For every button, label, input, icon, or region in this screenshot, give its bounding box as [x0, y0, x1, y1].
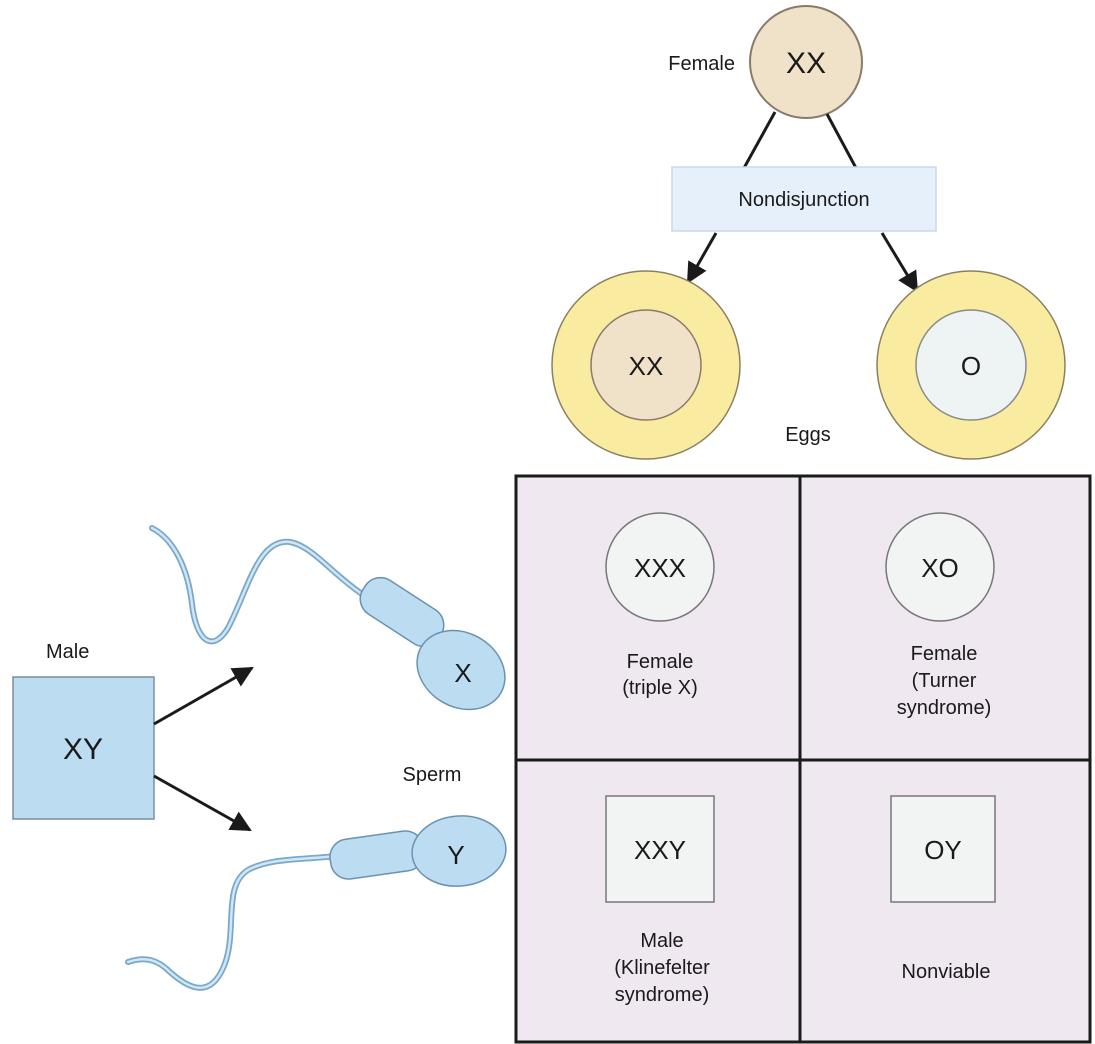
zygote-xo [885, 512, 995, 622]
nondisjunction-label: Nondisjunction [738, 189, 869, 211]
egg-xx-nucleus [590, 309, 702, 421]
male-to-sperm-x-arrow [153, 666, 254, 726]
punnett-cell-xxy: XXY Male (Klinefelter syndrome) [605, 795, 715, 1006]
sperm-label: Sperm [403, 764, 462, 786]
female-to-process-line-left [742, 111, 777, 169]
punnett-cell-xo: XO Female (Turner syndrome) [885, 512, 995, 719]
sperm-x-head [416, 629, 506, 711]
egg-o-nucleus [915, 309, 1027, 421]
egg-o: O [876, 270, 1066, 460]
sperm-x-tail [149, 525, 365, 645]
zygote-oy [890, 795, 996, 903]
eggs-label: Eggs [785, 424, 831, 446]
egg-xx-genotype: XX [629, 351, 664, 381]
zygote-oy-genotype: OY [924, 835, 962, 865]
sperm-x-genotype: X [454, 658, 471, 688]
outcome-xo-line-2: (Turner [912, 670, 977, 692]
outcome-xxy-line-1: Male [640, 930, 683, 952]
outcome-xxx-line-2: (triple X) [622, 677, 698, 699]
zygote-xxx [605, 512, 715, 622]
female-to-process-line-right [825, 113, 858, 169]
outcome-xo-line-1: Female [911, 643, 978, 665]
outcome-xxy-line-2: (Klinefelter [614, 957, 710, 979]
punnett-cell-oy: OY Nonviable [890, 795, 996, 983]
outcome-xxx-line-1: Female [627, 651, 694, 673]
zygote-xxy-genotype: XXY [634, 835, 686, 865]
process-to-egg-xx-arrow [686, 232, 718, 284]
zygote-xxy [605, 795, 715, 903]
zygote-xxx-genotype: XXX [634, 553, 686, 583]
female-parent-cell [749, 5, 863, 119]
male-parent-genotype: XY [63, 733, 103, 766]
male-parent-cell [12, 676, 155, 820]
outcome-xo-line-3: syndrome) [897, 697, 991, 719]
punnett-cell-xxx: XXX Female (triple X) [605, 512, 715, 699]
outcome-oy-line-1: Nonviable [902, 961, 991, 983]
sperm-y-genotype: Y [447, 840, 464, 870]
outcome-xxy-line-3: syndrome) [615, 984, 709, 1006]
sperm-y: Y [125, 815, 507, 991]
process-to-egg-o-arrow [880, 232, 919, 293]
nondisjunction-box [671, 166, 937, 232]
female-parent-label: Female [668, 53, 735, 75]
sperm-y-head [411, 815, 507, 887]
sperm-x: X [149, 525, 506, 711]
sperm-y-tail-core [126, 854, 338, 989]
sperm-x-tail-core [150, 526, 364, 643]
male-parent-label: Male [46, 641, 89, 663]
egg-xx: XX [551, 270, 741, 460]
male-to-sperm-y-arrow [153, 774, 252, 832]
female-parent-genotype: XX [786, 47, 826, 80]
egg-o-genotype: O [961, 351, 981, 381]
zygote-xo-genotype: XO [921, 553, 959, 583]
